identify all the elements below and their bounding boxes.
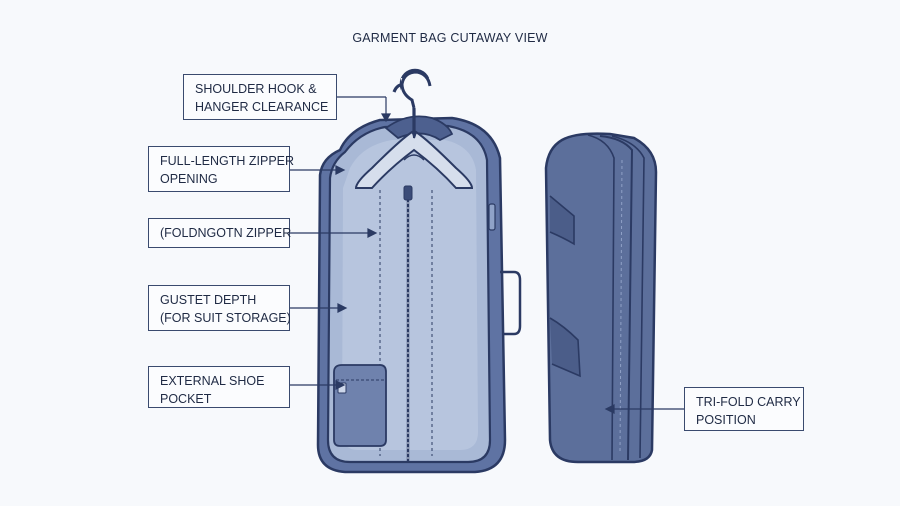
callout-gusset-depth: GUSTET DEPTH (FOR SUIT STORAGE) <box>148 285 291 331</box>
callout-line: GUSTET DEPTH <box>160 293 257 307</box>
callout-full-length-zipper: FULL-LENGTH ZIPPER OPENING <box>148 146 295 192</box>
callout-line: POCKET <box>160 392 212 406</box>
callout-line: EXTERNAL SHOE <box>160 374 265 388</box>
open-garment-bag <box>316 68 522 474</box>
leader-lines <box>290 96 684 414</box>
diagram-title: GARMENT BAG CUTAWAY VIEW <box>352 31 548 45</box>
callout-line: (FOR SUIT STORAGE) <box>160 311 291 325</box>
callout-line: (FOLDNGOTN ZIPPER <box>160 226 292 240</box>
folded-garment-bag <box>544 132 658 464</box>
callout-line: TRI-FOLD CARRY <box>696 395 801 409</box>
callout-shoe-pocket: EXTERNAL SHOE POCKET <box>148 366 290 408</box>
callout-tri-fold: TRI-FOLD CARRY POSITION <box>684 387 804 431</box>
callout-folding-zipper: (FOLDNGOTN ZIPPER <box>148 218 292 248</box>
callout-line: POSITION <box>696 413 756 427</box>
callout-line: OPENING <box>160 172 218 186</box>
callout-line: FULL-LENGTH ZIPPER <box>160 154 295 168</box>
callout-shoulder-hook: SHOULDER HOOK & HANGER CLEARANCE <box>183 74 337 120</box>
callout-line: HANGER CLEARANCE <box>195 100 329 114</box>
callout-line: SHOULDER HOOK & <box>195 82 317 96</box>
